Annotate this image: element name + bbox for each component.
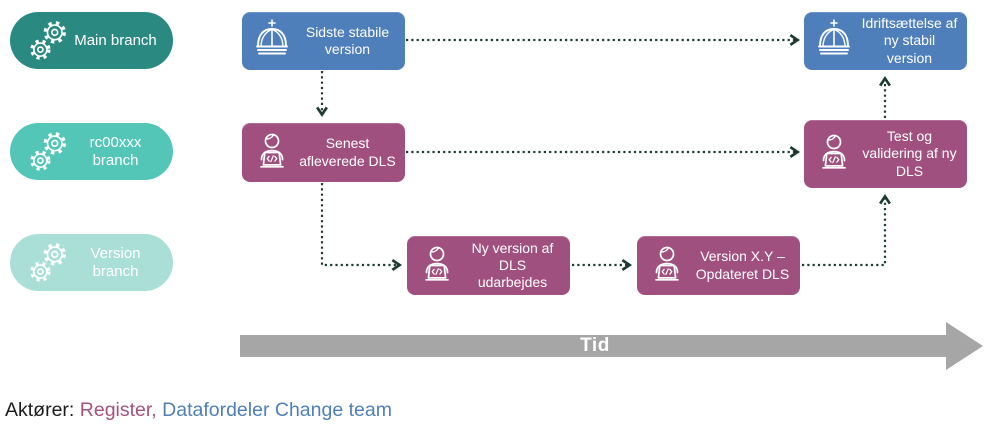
actor-datafordeler-change-team: Datafordeler Change team bbox=[162, 399, 392, 421]
node-label: Test og validering af ny DLS bbox=[862, 128, 957, 179]
node-version-xy-opdateret: Version X.Y – Opdateret DLS bbox=[637, 236, 800, 295]
timeline-label: Tid bbox=[580, 335, 610, 356]
branch-label: rc00xxx branch bbox=[89, 133, 142, 169]
node-sidste-stabile-version: Sidste stabile version bbox=[242, 12, 405, 70]
branch-pill-rc00xxx: rc00xxx branch bbox=[10, 123, 173, 180]
node-senest-afleverede-dls: Senest afleverede DLS bbox=[242, 123, 405, 182]
arrow-versionxy-to-test bbox=[802, 193, 891, 267]
branch-pill-version: Version branch bbox=[10, 234, 173, 291]
gears-icon bbox=[26, 240, 72, 286]
node-test-og-validering: Test og validering af ny DLS bbox=[804, 120, 967, 188]
crown-icon bbox=[812, 18, 858, 64]
developer-laptop-icon bbox=[812, 131, 858, 177]
node-idriftsaettelse: Idriftsættelse af ny stabil version bbox=[804, 12, 967, 70]
actors-prefix: Aktører: bbox=[5, 399, 80, 421]
node-label: Ny version af DLS udarbejdes bbox=[471, 239, 554, 291]
developer-laptop-icon bbox=[250, 130, 296, 176]
gears-icon bbox=[26, 129, 72, 175]
gears-icon bbox=[26, 18, 72, 64]
node-label: Version X.Y – Opdateret DLS bbox=[695, 248, 790, 282]
developer-laptop-icon bbox=[645, 243, 691, 289]
actor-register: Register, bbox=[79, 399, 163, 421]
branch-label: Main branch bbox=[74, 31, 157, 49]
actors-line: Aktører: Register, Datafordeler Change t… bbox=[5, 399, 392, 422]
developer-laptop-icon bbox=[415, 243, 461, 289]
branch-pill-main: Main branch bbox=[10, 12, 173, 69]
crown-icon bbox=[250, 18, 296, 64]
node-label: Sidste stabile version bbox=[305, 23, 390, 57]
node-ny-version-udarbejdes: Ny version af DLS udarbejdes bbox=[407, 236, 570, 295]
branch-label: Version branch bbox=[90, 244, 141, 280]
node-label: Senest afleverede DLS bbox=[299, 135, 396, 169]
arrow-senest-to-nyversion bbox=[320, 183, 403, 271]
node-label: Idriftsættelse af ny stabil version bbox=[861, 15, 958, 66]
